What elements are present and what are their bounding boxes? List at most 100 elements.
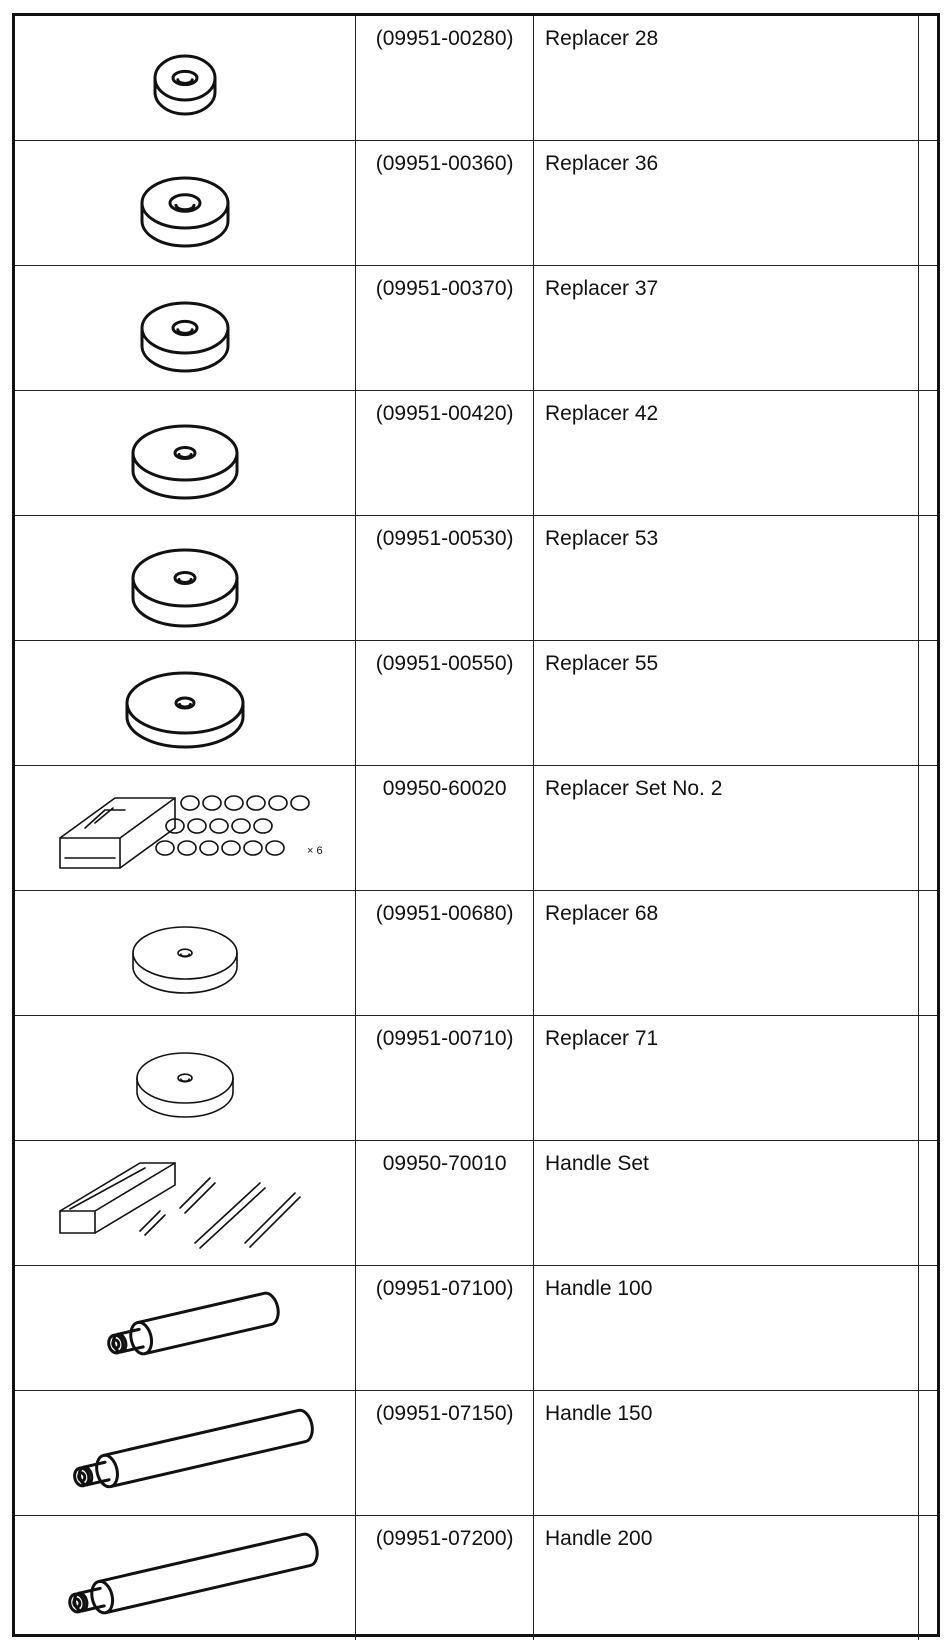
remarks-cell <box>917 1515 937 1640</box>
tool-row: 09950-70010 Handle Set <box>15 1140 937 1266</box>
handle-icon <box>15 1269 355 1387</box>
tool-row: (09951-00420) Replacer 42 <box>15 390 937 516</box>
remarks-cell <box>917 16 937 141</box>
tool-name: Replacer 28 <box>544 27 659 50</box>
tool-name-cell: Replacer 55 <box>532 640 919 766</box>
tool-illustration-cell <box>15 640 357 766</box>
tool-name: Replacer 36 <box>544 152 659 175</box>
tool-name-cell: Handle 150 <box>532 1390 919 1516</box>
tool-name: Handle 100 <box>544 1277 653 1300</box>
tool-name: Replacer 53 <box>544 527 659 550</box>
replacer-disc-icon <box>15 519 355 637</box>
tool-name-cell: Replacer 68 <box>532 890 919 1016</box>
tool-name: Replacer 42 <box>544 402 659 425</box>
tool-name-cell: Replacer 36 <box>532 140 919 266</box>
tool-row: (09951-07200) Handle 200 <box>15 1515 937 1640</box>
tool-row: (09951-00530) Replacer 53 <box>15 515 937 641</box>
part-number: (09951-00680) <box>375 902 514 925</box>
tool-illustration-cell <box>15 890 357 1016</box>
part-number-cell: (09951-07200) <box>355 1515 534 1640</box>
tool-illustration-cell <box>15 390 357 516</box>
part-number: (09951-00280) <box>375 27 514 50</box>
remarks-cell <box>917 515 937 641</box>
tool-name-cell: Replacer Set No. 2 <box>532 765 919 891</box>
part-number: (09951-00710) <box>375 1027 514 1050</box>
tool-illustration-cell <box>15 140 357 266</box>
replacer-disc-icon <box>15 144 355 262</box>
tool-row: (09951-00710) Replacer 71 <box>15 1015 937 1141</box>
remarks-cell <box>917 640 937 766</box>
tool-illustration-cell <box>15 1390 357 1516</box>
part-number: (09951-00550) <box>375 652 514 675</box>
remarks-cell <box>917 390 937 516</box>
tool-name-cell: Handle Set <box>532 1140 919 1266</box>
tool-name: Replacer 55 <box>544 652 659 675</box>
part-number-cell: (09951-00280) <box>355 16 534 141</box>
special-tool-table: (09951-00280) Replacer 28 (09951-00360) … <box>15 16 937 1640</box>
replacer-set-case-icon: × 6 <box>15 769 355 887</box>
part-number-cell: (09951-00420) <box>355 390 534 516</box>
tool-row: (09951-00370) Replacer 37 <box>15 265 937 391</box>
tool-name-cell: Replacer 71 <box>532 1015 919 1141</box>
remarks-cell <box>917 1015 937 1141</box>
tool-row: (09951-00360) Replacer 36 <box>15 140 937 266</box>
part-number-cell: 09950-60020 <box>355 765 534 891</box>
tool-name-cell: Handle 100 <box>532 1265 919 1391</box>
tool-name: Replacer 37 <box>544 277 659 300</box>
remarks-cell <box>917 1140 937 1266</box>
tool-name-cell: Replacer 53 <box>532 515 919 641</box>
tool-illustration-cell <box>15 1140 357 1266</box>
part-number-cell: 09950-70010 <box>355 1140 534 1266</box>
replacer-disc-icon <box>15 394 355 512</box>
tool-row: (09951-07100) Handle 100 <box>15 1265 937 1391</box>
tool-illustration-cell <box>15 265 357 391</box>
tool-row: × 6 09950-60020 Replacer Set No. 2 <box>15 765 937 891</box>
handle-set-case-icon <box>15 1144 355 1262</box>
tool-list-sheet: (09951-00280) Replacer 28 (09951-00360) … <box>12 13 940 1640</box>
tool-name: Replacer Set No. 2 <box>544 777 723 800</box>
tool-illustration-cell <box>15 1265 357 1391</box>
part-number-cell: (09951-00680) <box>355 890 534 1016</box>
handle-icon <box>15 1394 355 1512</box>
part-number: (09951-07200) <box>375 1527 514 1550</box>
part-number-cell: (09951-00710) <box>355 1015 534 1141</box>
set-qty-label: × 6 <box>307 845 323 857</box>
tool-illustration-cell <box>15 515 357 641</box>
tool-row: (09951-00280) Replacer 28 <box>15 16 937 141</box>
tool-illustration-cell: × 6 <box>15 765 357 891</box>
tool-row: (09951-00680) Replacer 68 <box>15 890 937 1016</box>
remarks-cell <box>917 1390 937 1516</box>
part-number: (09951-00370) <box>375 277 514 300</box>
tool-name-cell: Replacer 42 <box>532 390 919 516</box>
handle-icon <box>15 1519 355 1637</box>
tool-name: Handle 150 <box>544 1402 653 1425</box>
remarks-cell <box>917 140 937 266</box>
replacer-disc-icon <box>15 894 355 1012</box>
tool-row: (09951-00550) Replacer 55 <box>15 640 937 766</box>
remarks-cell <box>917 1265 937 1391</box>
tool-illustration-cell <box>15 1515 357 1640</box>
tool-name-cell: Replacer 28 <box>532 16 919 141</box>
tool-name: Handle 200 <box>544 1527 653 1550</box>
part-number-cell: (09951-07100) <box>355 1265 534 1391</box>
part-number: (09951-07150) <box>375 1402 514 1425</box>
part-number-cell: (09951-00370) <box>355 265 534 391</box>
tool-name: Handle Set <box>544 1152 649 1175</box>
tool-name-cell: Handle 200 <box>532 1515 919 1640</box>
part-number: (09951-00530) <box>375 527 514 550</box>
part-number: (09951-00360) <box>375 152 514 175</box>
remarks-cell <box>917 890 937 1016</box>
tool-illustration-cell <box>15 1015 357 1141</box>
part-number: 09950-60020 <box>382 777 507 800</box>
replacer-disc-icon <box>15 1019 355 1137</box>
tool-illustration-cell <box>15 16 357 141</box>
remarks-cell <box>917 265 937 391</box>
small-replacer-disc-icon <box>15 19 355 137</box>
replacer-disc-icon <box>15 269 355 387</box>
tool-name: Replacer 71 <box>544 1027 659 1050</box>
tool-row: (09951-07150) Handle 150 <box>15 1390 937 1516</box>
part-number-cell: (09951-00550) <box>355 640 534 766</box>
part-number: 09950-70010 <box>382 1152 507 1175</box>
part-number: (09951-00420) <box>375 402 514 425</box>
part-number: (09951-07100) <box>375 1277 514 1300</box>
